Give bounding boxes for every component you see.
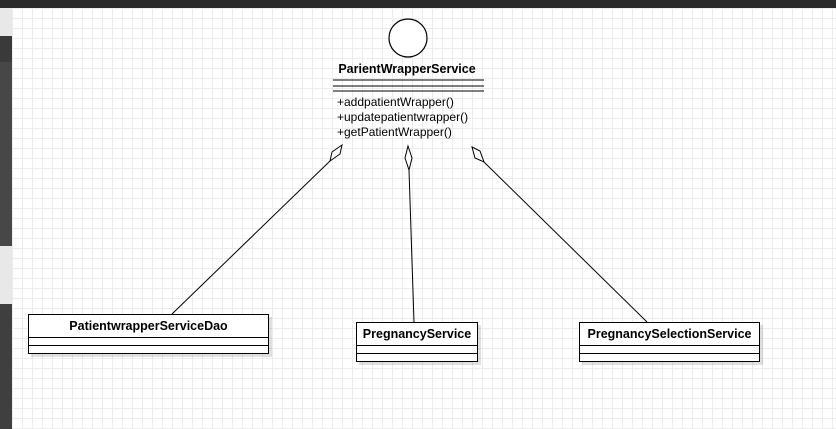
class-attributes-section [357, 346, 477, 354]
class-operations-section [357, 354, 477, 361]
class-operations-section [29, 346, 268, 353]
aggregation-diamond-dao [329, 143, 343, 163]
left-panel-edge [0, 62, 12, 246]
aggregation-edge-dao[interactable] [171, 160, 331, 315]
operation-add: +addpatientWrapper() [337, 95, 454, 109]
class-box-dao[interactable]: PatientwrapperServiceDao [28, 314, 269, 354]
left-panel-edge [0, 304, 12, 429]
aggregation-diamond-pregnancy [404, 144, 413, 172]
editor-top-bar [0, 0, 836, 8]
operation-get: +getPatientWrapper() [337, 125, 452, 139]
aggregation-edge-pregnancy[interactable] [408, 169, 415, 323]
interface-circle[interactable] [388, 18, 428, 58]
operation-update: +updatepatientwrapper() [337, 110, 469, 124]
class-name-selection: PregnancySelectionService [580, 323, 759, 346]
main-class-name[interactable]: ParientWrapperService [338, 62, 476, 76]
class-box-selection[interactable]: PregnancySelectionService [579, 322, 760, 362]
main-class-operations[interactable]: +addpatientWrapper() +updatepatientwrapp… [337, 95, 468, 140]
class-attributes-section [580, 346, 759, 354]
class-name-dao: PatientwrapperServiceDao [29, 315, 268, 338]
class-operations-section [580, 354, 759, 361]
class-box-pregnancy[interactable]: PregnancyService [356, 322, 478, 362]
class-attributes-section [29, 338, 268, 346]
left-panel-edge [0, 8, 12, 36]
left-panel-edge [0, 246, 12, 304]
left-panel-edge [0, 36, 12, 62]
aggregation-diamond-selection [471, 146, 485, 163]
class-name-pregnancy: PregnancyService [357, 323, 477, 346]
aggregation-edge-selection[interactable] [483, 161, 648, 323]
